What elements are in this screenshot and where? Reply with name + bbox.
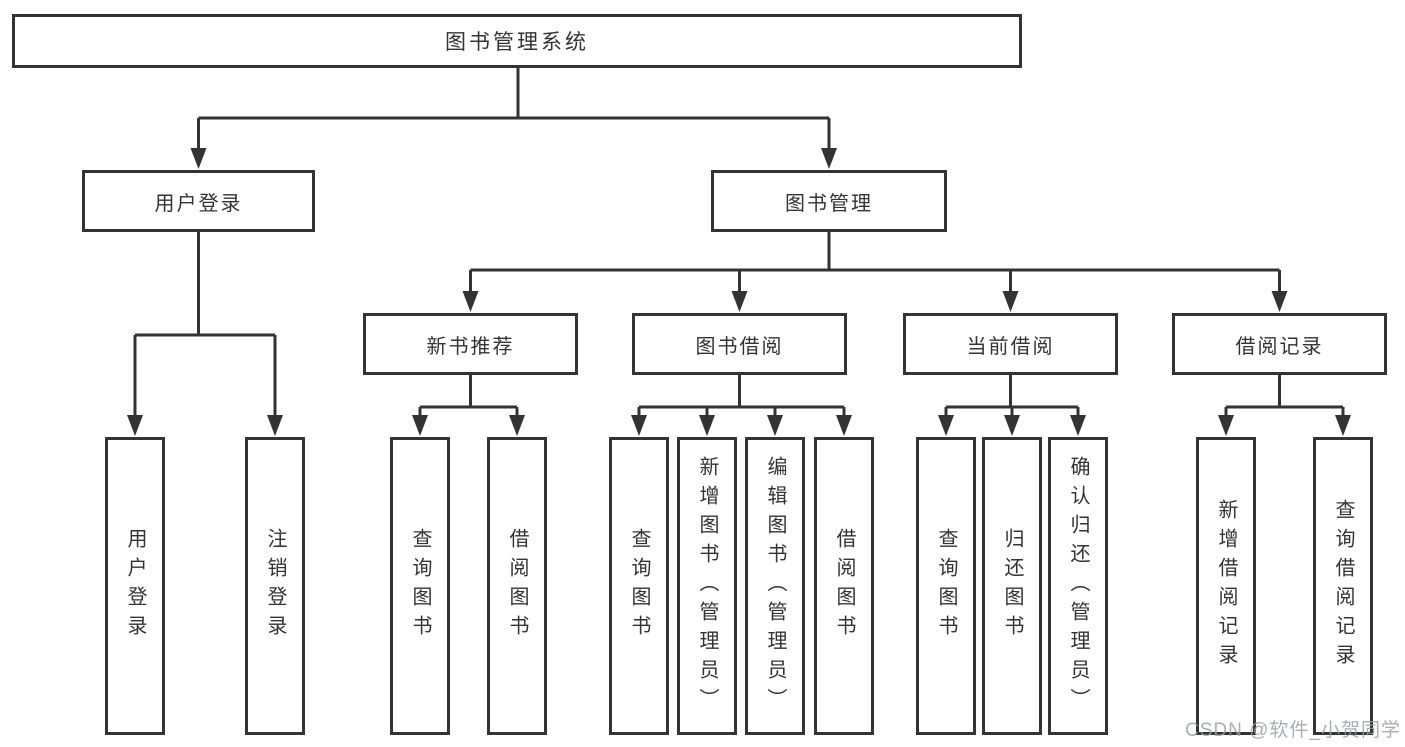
connector-new-book-recommend-to-leaves: [418, 375, 519, 418]
arrowhead: [1218, 415, 1234, 436]
node-current-borrowing: 当前借阅: [903, 313, 1118, 375]
arrowhead: [1335, 415, 1351, 436]
node-library-management-system: 图书管理系统: [12, 14, 1022, 68]
leaf-return-books: 归还图书: [982, 437, 1042, 735]
csdn-watermark: CSDN @软件_小贺同学: [1185, 720, 1401, 741]
node-book-borrowing: 图书借阅: [632, 313, 847, 375]
leaf-query-borrow-record: 查询借阅记录: [1313, 437, 1373, 735]
connector-root-to-level2: [197, 68, 831, 151]
node-label: 图书管理系统: [445, 31, 589, 54]
node-label: 查询借阅记录: [1332, 499, 1354, 673]
node-label: 当前借阅: [966, 335, 1055, 358]
connector-borrowing-records-to-leaves: [1224, 375, 1345, 418]
arrowhead: [631, 415, 647, 436]
arrowhead: [1004, 415, 1020, 436]
leaf-borrow-books: 借阅图书: [487, 437, 547, 735]
node-label: 编辑图书（管理员）: [764, 455, 786, 717]
arrowhead: [1002, 291, 1019, 312]
leaf-add-book-admin: 新增图书（管理员）: [677, 437, 737, 735]
arrowhead: [190, 148, 207, 169]
connector-book-management-to-level3: [469, 232, 1281, 294]
node-label: 借阅图书: [833, 528, 855, 644]
leaf-add-borrow-record: 新增借阅记录: [1196, 437, 1256, 735]
node-label: 查询图书: [935, 528, 957, 644]
leaf-user-login: 用户登录: [105, 437, 165, 735]
leaf-query-books: 查询图书: [916, 437, 976, 735]
arrowhead: [821, 148, 837, 169]
leaf-edit-book-admin: 编辑图书（管理员）: [745, 437, 805, 735]
node-label: 查询图书: [409, 528, 431, 644]
arrowhead: [836, 415, 852, 436]
arrowheads: [127, 148, 1351, 436]
node-user-login: 用户登录: [82, 170, 315, 232]
leaf-confirm-return-admin: 确认归还（管理员）: [1048, 437, 1108, 735]
node-label: 新增图书（管理员）: [696, 455, 718, 717]
node-label: 借阅图书: [506, 528, 528, 644]
node-label: 查询图书: [628, 528, 650, 644]
leaf-borrow-books: 借阅图书: [814, 437, 874, 735]
node-book-management: 图书管理: [711, 170, 947, 232]
node-label: 用户登录: [124, 528, 146, 644]
connector-current-borrowing-to-leaves: [944, 375, 1080, 418]
node-label: 图书借阅: [695, 335, 784, 358]
arrowhead: [412, 415, 428, 436]
arrowhead: [462, 291, 479, 312]
arrowhead: [699, 415, 715, 436]
node-label: 用户登录: [154, 192, 243, 215]
leaf-query-books: 查询图书: [390, 437, 450, 735]
connector-book-borrowing-to-leaves: [637, 375, 846, 418]
arrowhead: [127, 415, 143, 436]
node-label: 新增借阅记录: [1215, 499, 1237, 673]
arrowhead: [731, 291, 748, 312]
node-new-book-recommend: 新书推荐: [363, 313, 578, 375]
node-label: 借阅记录: [1235, 335, 1324, 358]
connector-user-login-to-leaves: [133, 232, 277, 418]
leaf-query-books: 查询图书: [609, 437, 669, 735]
arrowhead: [938, 415, 954, 436]
node-label: 确认归还（管理员）: [1067, 455, 1089, 717]
arrowhead: [767, 415, 783, 436]
node-label: 归还图书: [1001, 528, 1023, 644]
arrowhead: [1070, 415, 1086, 436]
node-label: 新书推荐: [426, 335, 515, 358]
node-borrowing-records: 借阅记录: [1172, 313, 1387, 375]
node-label: 图书管理: [785, 192, 873, 215]
arrowhead: [1271, 291, 1288, 312]
arrowhead: [509, 415, 525, 436]
arrowhead: [267, 415, 283, 436]
node-label: 注销登录: [264, 528, 286, 644]
leaf-logout-login: 注销登录: [245, 437, 305, 735]
